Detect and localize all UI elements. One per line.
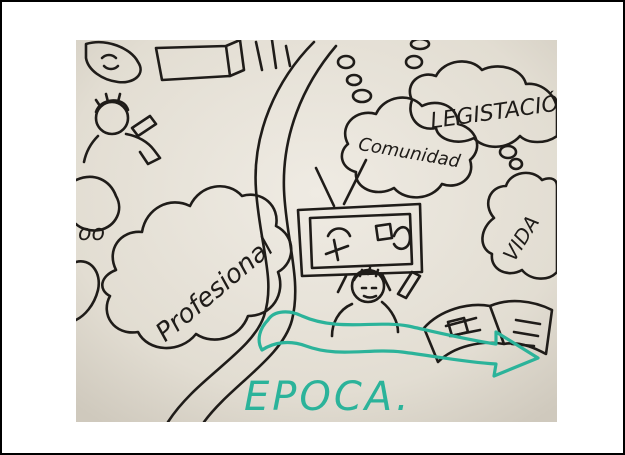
tv-body: [296, 202, 424, 278]
top-left-doodle-face: [100, 53, 120, 71]
person-body-top-left: [82, 132, 162, 166]
person-hair-top-left: [94, 92, 130, 114]
top-left-box-sketch: [154, 40, 246, 82]
tv-antenna: [314, 158, 368, 208]
person-head-top-left: [94, 100, 130, 136]
bubble-leg-1: [409, 40, 431, 51]
book-inset-box: [446, 316, 470, 338]
bubble-small-3: [351, 88, 373, 104]
student-pencil: [396, 270, 422, 300]
road-line-inner: [202, 44, 338, 422]
cloud-profesional: [101, 185, 293, 350]
bubble-leg-2: [404, 54, 424, 70]
road-line-outer: [166, 40, 316, 422]
cloud-left-lower: [76, 260, 101, 322]
cloud-vida: [481, 171, 557, 280]
cloud-comunidad: [340, 96, 479, 199]
paper-background: [76, 40, 557, 422]
bubble-vida-1: [498, 144, 518, 160]
top-left-doodle-figure: [84, 41, 142, 84]
person-tool-top-left: [130, 114, 158, 138]
cloud-legislacion: [408, 60, 557, 149]
student-face: [360, 286, 378, 299]
bubble-vida-2: [508, 157, 524, 171]
student-body: [330, 300, 400, 338]
whiteboard-photo: LEGISTACIÓN Comunidad VIDA Profesional o…: [76, 40, 557, 422]
tv-screen-figure: [324, 222, 412, 262]
cloud-left-edge: [76, 175, 121, 232]
top-doodle-lines: [254, 40, 292, 72]
student-hair: [352, 266, 386, 282]
bubble-small-1: [336, 54, 356, 70]
epoca-arrow-outline: [257, 310, 540, 378]
sketch-drawing: LEGISTACIÓN Comunidad VIDA Profesional o…: [76, 40, 557, 422]
label-epoca: EPOCA.: [244, 374, 412, 420]
label-partial-left: oo: [78, 221, 105, 246]
bubble-small-2: [345, 73, 363, 87]
tv-screen: [308, 212, 414, 270]
